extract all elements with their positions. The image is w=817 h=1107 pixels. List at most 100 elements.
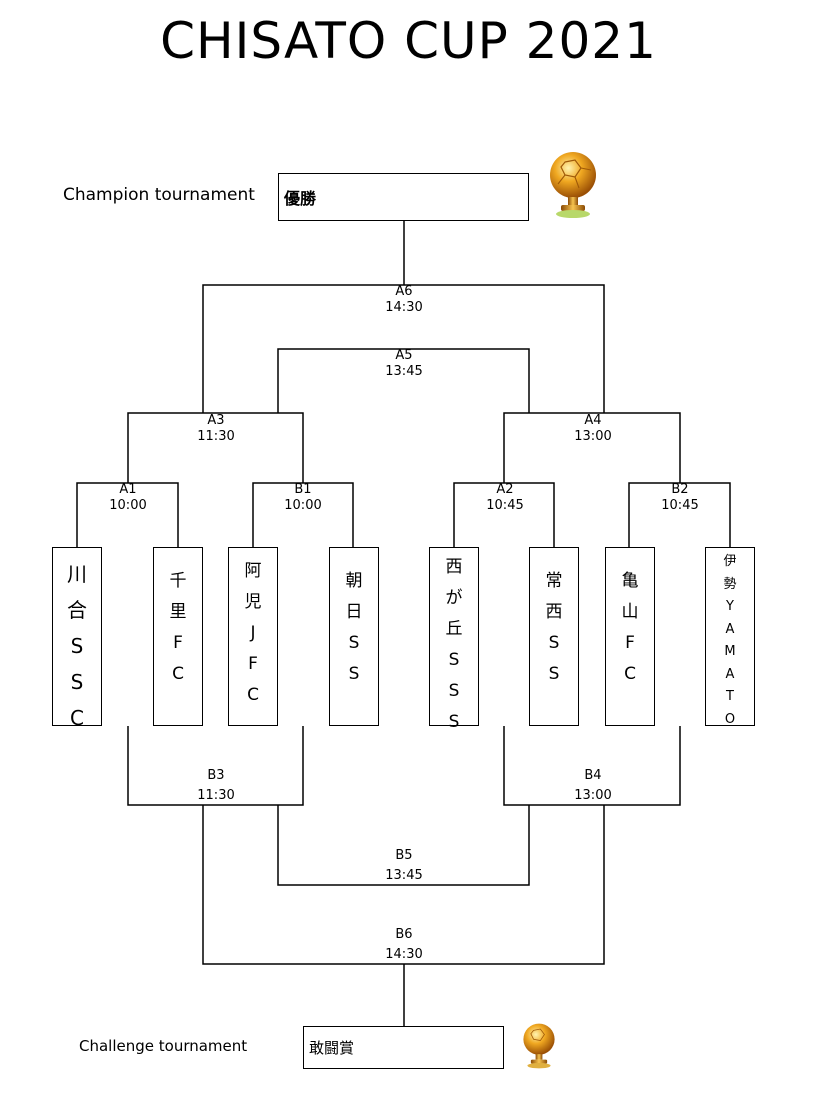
team-name-char: S xyxy=(448,650,460,670)
team-name-char: S xyxy=(348,633,360,653)
team-name-char: 里 xyxy=(169,602,187,622)
challenge-tournament-label: Challenge tournament xyxy=(79,1037,248,1055)
team-name-char: C xyxy=(247,685,259,705)
match-time: 13:00 xyxy=(574,429,612,444)
match-time: 14:30 xyxy=(385,300,423,315)
team-name-char: 川 xyxy=(67,562,87,586)
team-name-char: 勢 xyxy=(723,576,737,592)
match-b5: B5 13:45 xyxy=(364,846,444,886)
team-name-char: S xyxy=(70,670,84,694)
team-name-char: 西 xyxy=(545,602,563,622)
challenge-result-text: 敢闘賞 xyxy=(309,1039,355,1057)
bracket-line-b4 xyxy=(503,726,681,806)
team-name-char: 日 xyxy=(345,602,363,622)
match-a3: A3 11:30 xyxy=(176,413,256,445)
match-a2: A2 10:45 xyxy=(465,482,545,514)
match-time: 10:00 xyxy=(284,498,322,513)
team-name-char: 合 xyxy=(67,598,87,622)
team-name-char: F xyxy=(248,654,258,674)
bracket-line-b2 xyxy=(628,482,731,547)
match-id: B5 xyxy=(395,848,413,863)
gold-ball-trophy-icon xyxy=(550,152,596,218)
match-time: 10:45 xyxy=(661,498,699,513)
match-time: 10:00 xyxy=(109,498,147,513)
team-name-char: 児 xyxy=(244,592,262,612)
team-name-char: 山 xyxy=(621,602,639,622)
team-name-char: J xyxy=(250,623,256,643)
bracket-line-a1 xyxy=(76,482,179,547)
match-a5: A5 13:45 xyxy=(364,348,444,380)
team-name-char: 丘 xyxy=(445,619,463,639)
bracket-line-a3 xyxy=(127,412,304,483)
champion-result-text: 優勝 xyxy=(284,189,317,208)
match-id: A6 xyxy=(395,284,413,299)
match-id: A4 xyxy=(584,413,602,428)
team-name-char: C xyxy=(624,664,636,684)
bracket-line-a2 xyxy=(453,482,555,547)
match-time: 14:30 xyxy=(385,947,423,962)
match-id: B4 xyxy=(584,768,602,783)
team-name-char: S xyxy=(548,664,560,684)
team-name-char: F xyxy=(173,633,183,653)
team-name-char: 伊 xyxy=(723,554,737,569)
team-name-char: 亀 xyxy=(621,571,639,591)
bracket-line-b3 xyxy=(127,726,304,806)
team-name-char: S xyxy=(548,633,560,653)
team-name-char: A xyxy=(725,666,735,682)
team-name-char: O xyxy=(724,711,736,727)
match-time: 13:45 xyxy=(385,364,423,379)
match-a4: A4 13:00 xyxy=(553,413,633,445)
team-name-char: S xyxy=(448,712,460,732)
team-name-char: A xyxy=(725,621,735,637)
match-id: A1 xyxy=(119,482,137,497)
bracket-line-a5 xyxy=(277,348,530,413)
team-name-char: S xyxy=(448,681,460,701)
team-name-char: M xyxy=(724,644,736,659)
team-name-char: S xyxy=(70,634,84,658)
team-name-char: C xyxy=(70,706,84,730)
challenge-result-box: 敢闘賞 xyxy=(303,1026,504,1069)
team-name-char: T xyxy=(726,689,734,704)
team-name-char: が xyxy=(445,588,463,608)
match-b1: B1 10:00 xyxy=(263,482,343,514)
team-name-char: 千 xyxy=(169,571,187,591)
match-time: 11:30 xyxy=(197,788,235,803)
match-time: 13:00 xyxy=(574,788,612,803)
champion-result-box: 優勝 xyxy=(278,173,529,221)
bracket-line-b1 xyxy=(252,482,354,547)
team-name-char: F xyxy=(625,633,635,653)
team-name-char: S xyxy=(348,664,360,684)
match-time: 10:45 xyxy=(486,498,524,513)
match-id: B1 xyxy=(294,482,312,497)
team-name-char: 常 xyxy=(545,571,563,591)
team-name-char: 朝 xyxy=(345,571,363,591)
match-id: A3 xyxy=(207,413,225,428)
team-name-char: 西 xyxy=(445,557,463,577)
match-b6: B6 14:30 xyxy=(364,925,444,965)
match-b2: B2 10:45 xyxy=(640,482,720,514)
match-id: B3 xyxy=(207,768,225,783)
match-time: 11:30 xyxy=(197,429,235,444)
match-id: A5 xyxy=(395,348,413,363)
page-title: CHISATO CUP 2021 xyxy=(160,12,657,70)
match-a1: A1 10:00 xyxy=(88,482,168,514)
champion-tournament-label: Champion tournament xyxy=(63,185,255,205)
bracket-line-a4 xyxy=(503,412,681,483)
match-time: 13:45 xyxy=(385,868,423,883)
match-b3: B3 11:30 xyxy=(176,766,256,806)
team-name-char: C xyxy=(172,664,184,684)
match-id: B6 xyxy=(395,927,413,942)
match-id: B2 xyxy=(671,482,689,497)
match-b4: B4 13:00 xyxy=(553,766,633,806)
bracket-line-b5 xyxy=(277,805,530,886)
team-name-char: 阿 xyxy=(244,561,262,581)
gold-ball-trophy-icon xyxy=(523,1023,555,1069)
